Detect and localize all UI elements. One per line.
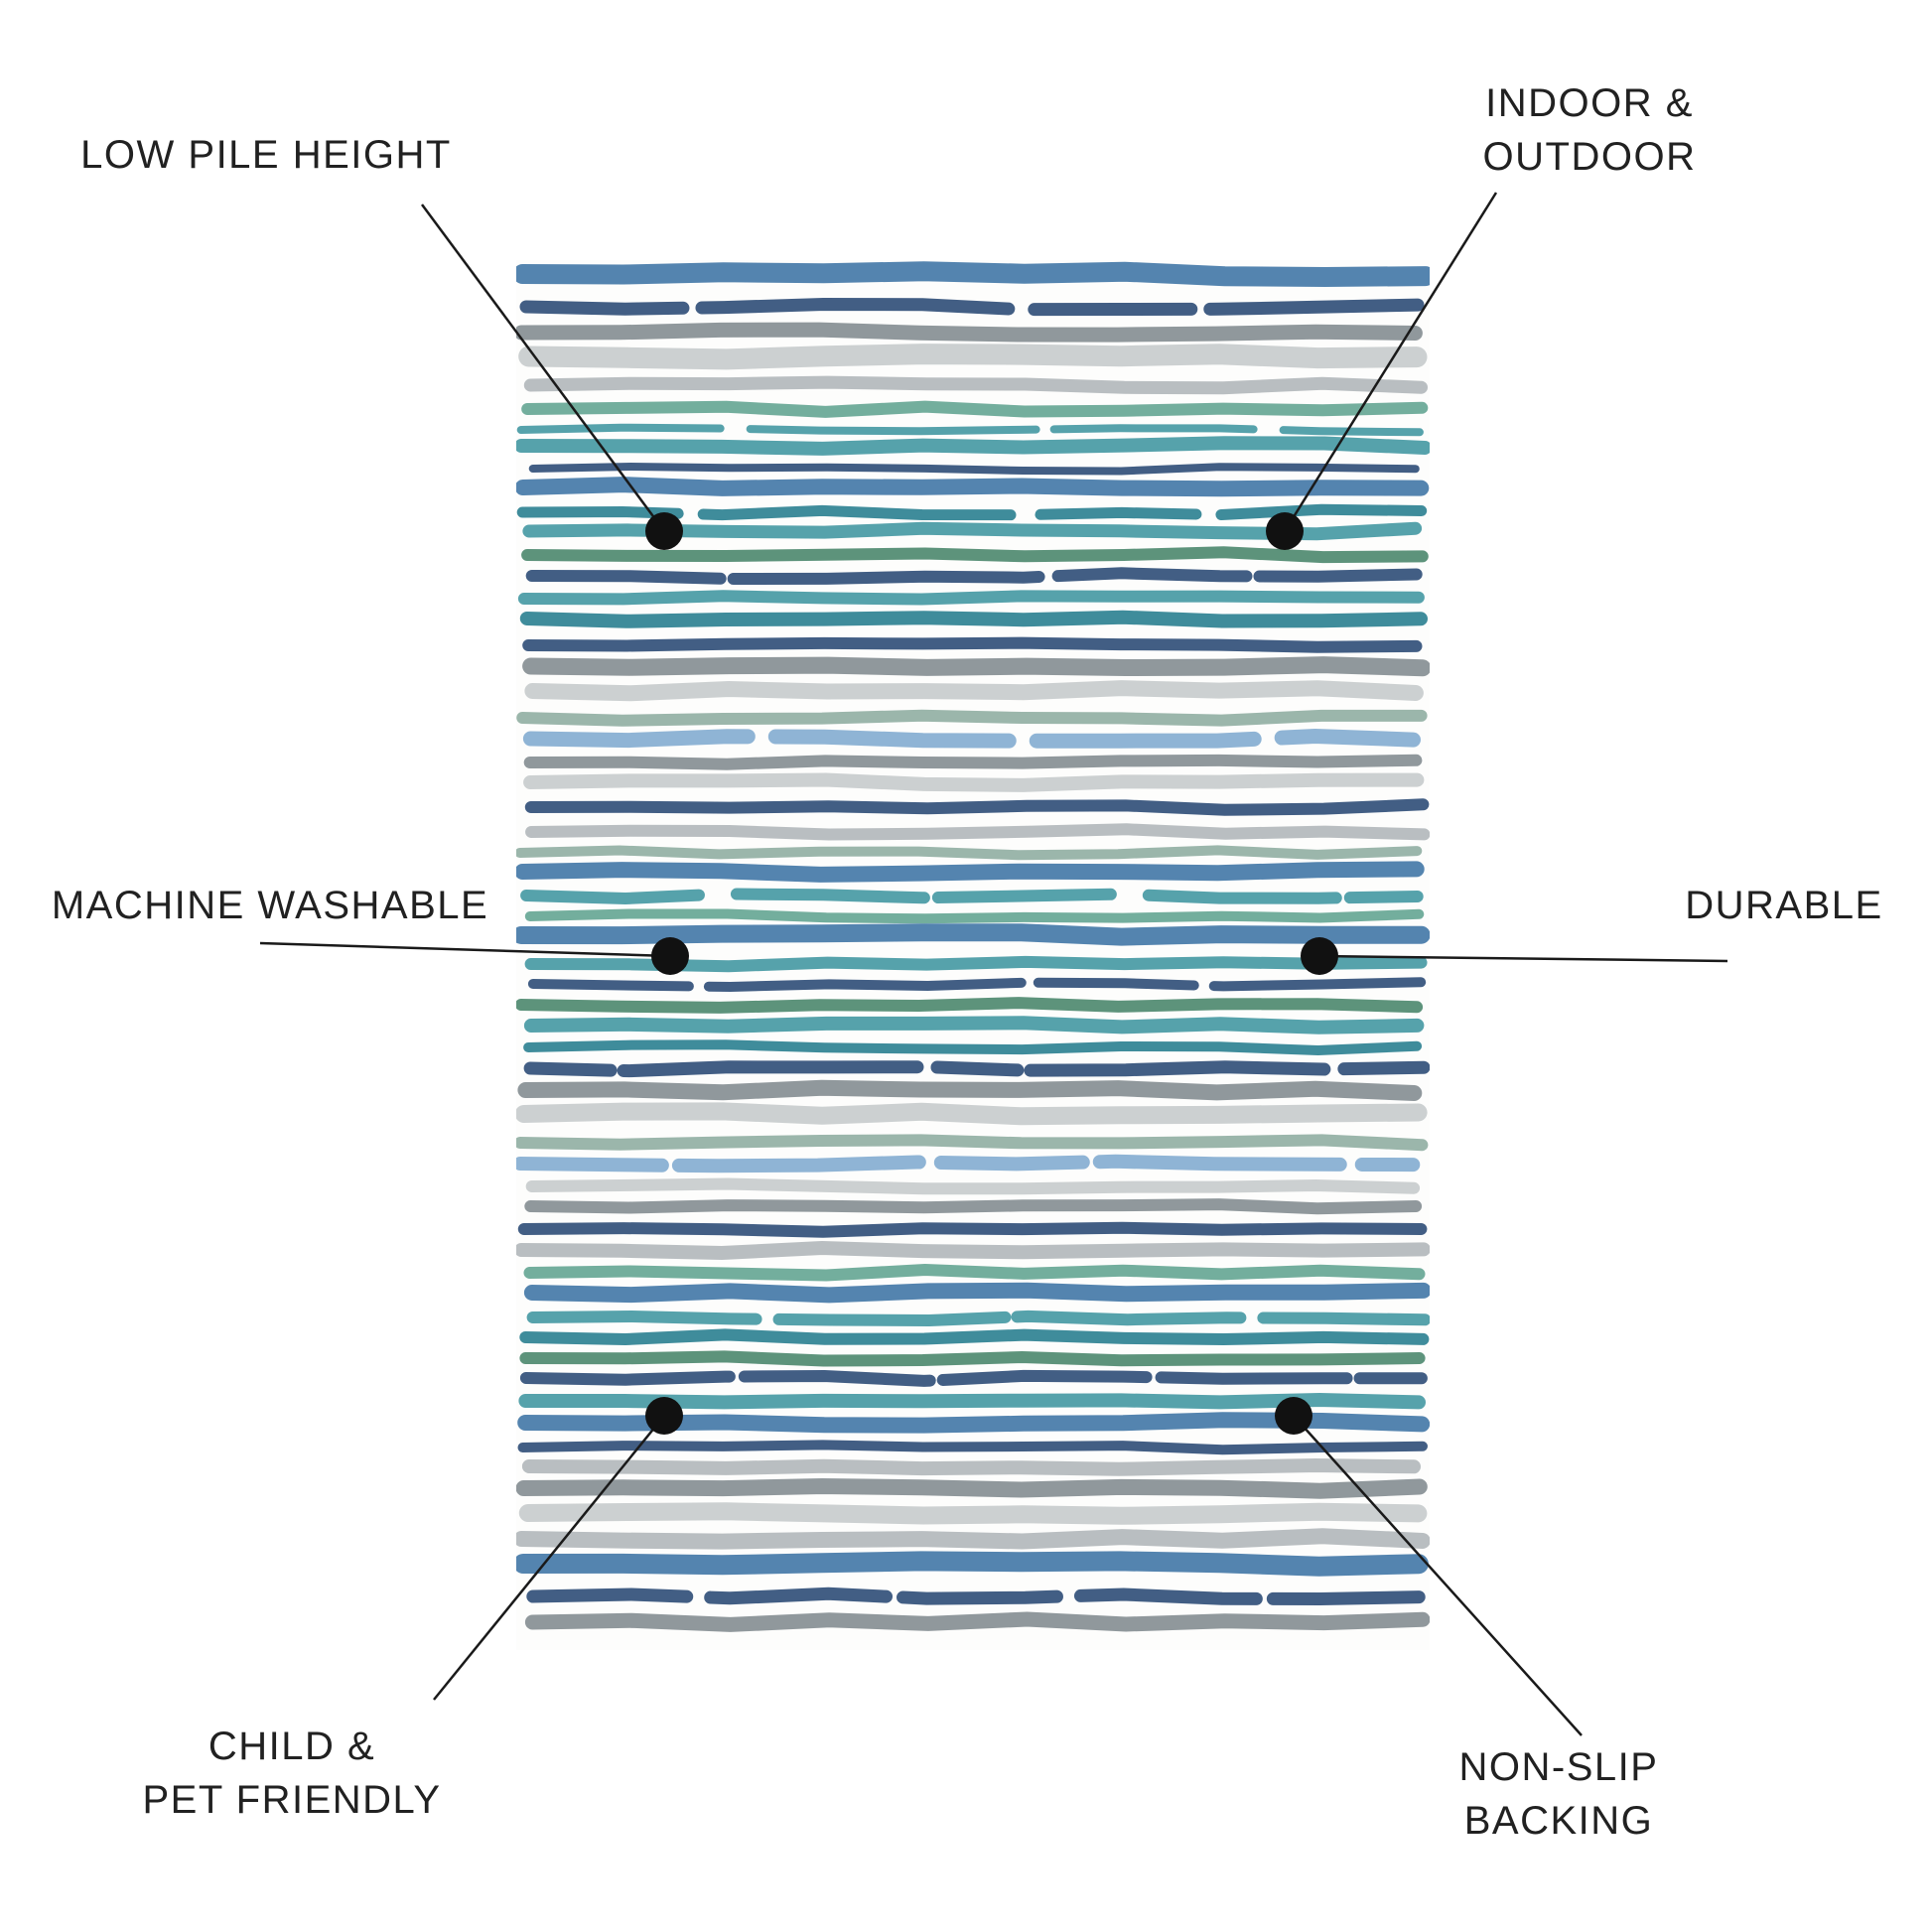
callout-label-child-pet-friendly: CHILD & PET FRIENDLY [142,1725,442,1822]
callout-label-machine-washable: MACHINE WASHABLE [51,884,489,927]
callout-lines [259,192,1728,1736]
callout-line-durable [1318,954,1728,963]
callout-label-non-slip-backing: NON-SLIP BACKING [1458,1745,1659,1843]
callout-line-non-slip-backing [1293,1415,1583,1736]
callout-line-machine-washable [259,941,671,958]
callout-dot-low-pile-height [645,512,683,550]
callout-dot-machine-washable [651,937,689,975]
callout-label-low-pile-height: LOW PILE HEIGHT [80,133,452,177]
callout-line-low-pile-height [420,204,666,532]
callout-label-durable: DURABLE [1685,884,1883,927]
callout-dot-durable [1301,937,1338,975]
callout-label-indoor-outdoor: INDOOR & OUTDOOR [1482,81,1697,179]
callout-dot-indoor-outdoor [1266,512,1304,550]
callout-dot-non-slip-backing [1275,1397,1312,1435]
callout-line-indoor-outdoor [1283,192,1498,532]
callout-dots [645,512,1338,1435]
callout-line-child-pet-friendly [433,1415,665,1701]
callout-dot-child-pet-friendly [645,1397,683,1435]
